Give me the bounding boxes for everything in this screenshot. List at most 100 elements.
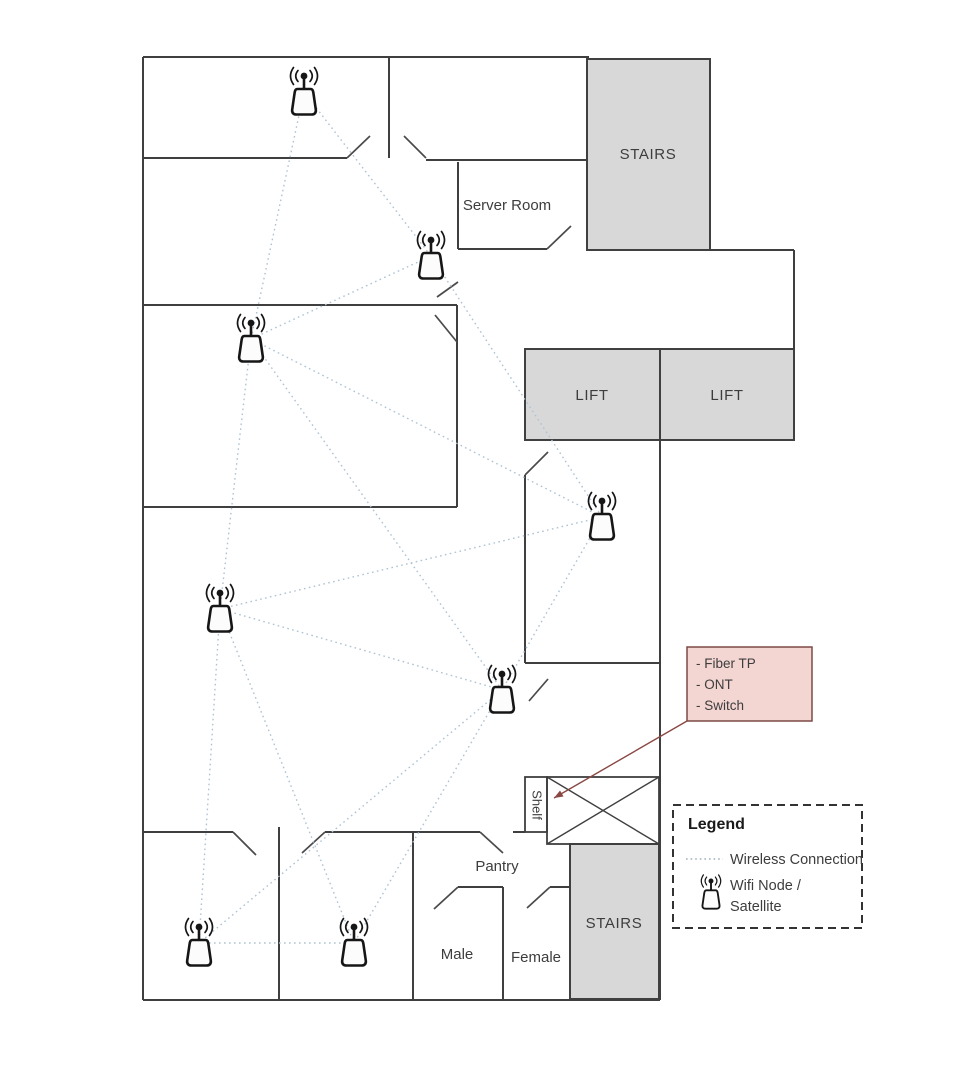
- signal-arc: [717, 874, 722, 888]
- signal-arc: [208, 917, 214, 937]
- label-male: Male: [441, 946, 474, 963]
- legend-node-label-2: Satellite: [730, 899, 782, 915]
- wireless-connection-line: [219, 608, 503, 691]
- wifi-node-3: [236, 313, 266, 363]
- antenna-dot: [498, 670, 506, 678]
- signal-arc: [229, 583, 235, 603]
- signal-arc: [236, 313, 242, 333]
- label-female: Female: [511, 949, 561, 966]
- signal-arc: [256, 316, 261, 330]
- wireless-connection-line: [198, 608, 221, 944]
- wireless-connection-line: [250, 255, 432, 340]
- door-leaf: [528, 678, 549, 702]
- signal-arc: [313, 66, 319, 86]
- node-body: [185, 938, 213, 967]
- signal-arc: [205, 583, 211, 603]
- signal-arc: [507, 667, 512, 681]
- label-pantry: Pantry: [475, 858, 519, 875]
- wireless-connection-line: [198, 689, 503, 944]
- room-stairs-top-label: STAIRS: [620, 146, 677, 163]
- signal-arc: [416, 230, 422, 250]
- annotation-line: - Fiber TP: [696, 656, 756, 671]
- legend-node-label-1: Wifi Node /: [730, 878, 802, 894]
- signal-arc: [611, 491, 617, 511]
- wifi-node-5: [205, 583, 235, 633]
- antenna-dot: [300, 72, 308, 80]
- wireless-connection-line: [219, 338, 252, 610]
- room-lift-1-label: LIFT: [575, 387, 608, 404]
- signal-arc: [487, 664, 493, 684]
- signal-arc: [440, 230, 446, 250]
- legend-wireless-label: Wireless Connection: [730, 852, 863, 868]
- signal-arc: [421, 233, 426, 247]
- crossed-box: [546, 776, 660, 845]
- walls: [142, 56, 795, 1001]
- annotation-arrow: [553, 720, 688, 799]
- annotation-arrowhead: [554, 790, 564, 798]
- wifi-node-7: [184, 917, 214, 967]
- signal-arc: [359, 920, 364, 934]
- node-body: [340, 938, 368, 967]
- label-server-room: Server Room: [463, 197, 551, 214]
- wifi-node-4: [587, 491, 617, 541]
- wireless-connection-line: [250, 338, 503, 691]
- door-leaf: [403, 135, 427, 159]
- node-body: [417, 251, 445, 280]
- wireless-connection-line: [219, 608, 355, 944]
- antenna-dot: [708, 878, 714, 884]
- signal-arc: [436, 233, 441, 247]
- legend-node-icon: [700, 874, 722, 910]
- node-body: [588, 512, 616, 541]
- signal-arc: [260, 313, 266, 333]
- signal-arc: [344, 920, 349, 934]
- wireless-connection-line: [501, 516, 603, 691]
- wifi-node-6: [487, 664, 517, 714]
- door-leaf: [479, 831, 504, 854]
- annotation-line: - Switch: [696, 698, 744, 713]
- room-stairs-top: [586, 58, 711, 251]
- door-leaf: [436, 281, 459, 298]
- door-leaf: [346, 135, 371, 159]
- antenna-dot: [598, 497, 606, 505]
- wireless-connection-line: [250, 338, 603, 518]
- annotation-box: [686, 646, 813, 722]
- signal-arc: [492, 667, 497, 681]
- room-lift-1: [524, 348, 661, 441]
- door-leaf: [546, 225, 572, 250]
- wifi-node-2: [416, 230, 446, 280]
- antenna-dot: [350, 923, 358, 931]
- node-body: [488, 685, 516, 714]
- door-leaf: [434, 314, 458, 343]
- signal-arc: [184, 917, 190, 937]
- wireless-connections: [198, 91, 603, 944]
- signal-arc: [294, 69, 299, 83]
- wireless-connection-line: [303, 91, 432, 257]
- shelf-label: Shelf: [530, 790, 545, 820]
- node-body: [701, 889, 721, 910]
- antenna-dot: [427, 236, 435, 244]
- node-body: [206, 604, 234, 633]
- room-stairs-bottom-label: STAIRS: [586, 915, 643, 932]
- wireless-connection-line: [353, 689, 503, 944]
- room-lift-2-label: LIFT: [710, 387, 743, 404]
- legend-title: Legend: [688, 816, 745, 833]
- signal-arc: [309, 69, 314, 83]
- door-leaf: [232, 831, 257, 856]
- signal-arc: [225, 586, 230, 600]
- annotation-line: - ONT: [696, 677, 733, 692]
- signal-arc: [189, 920, 194, 934]
- signal-arc: [511, 664, 517, 684]
- wireless-connection-line: [219, 516, 603, 610]
- wifi-node-1: [289, 66, 319, 116]
- node-body: [237, 334, 265, 363]
- signal-arc: [704, 876, 708, 886]
- signal-arc: [714, 876, 718, 886]
- wireless-connection-line: [250, 91, 305, 340]
- signal-arc: [700, 874, 705, 888]
- signal-arc: [592, 494, 597, 508]
- signal-arc: [607, 494, 612, 508]
- signal-arc: [339, 917, 345, 937]
- wifi-node-8: [339, 917, 369, 967]
